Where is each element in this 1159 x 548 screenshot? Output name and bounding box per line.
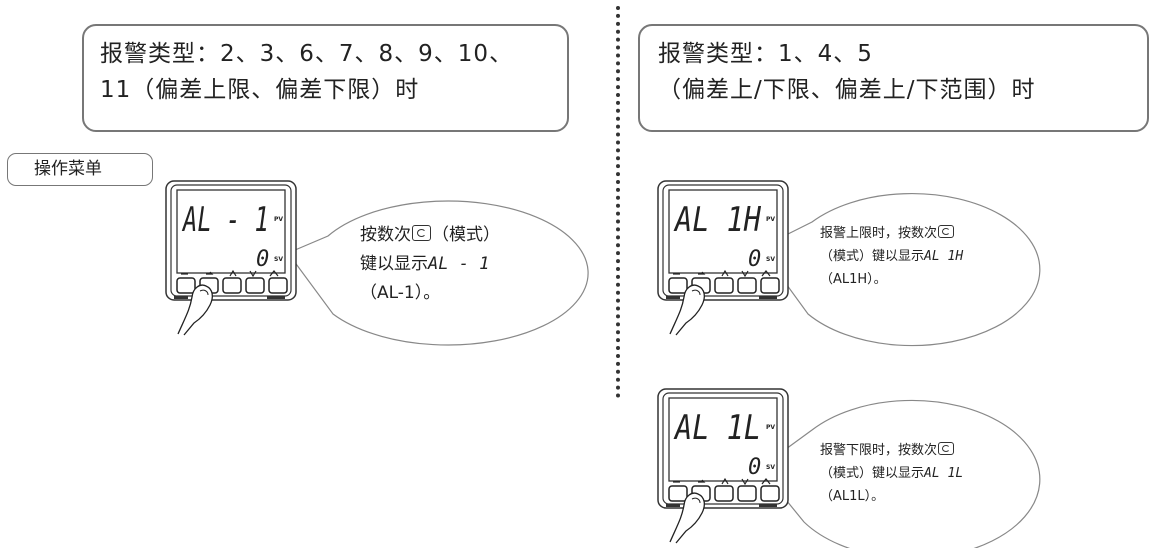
operation-menu-tag: 操作菜单 <box>7 153 153 186</box>
mode-key-icon <box>938 225 955 238</box>
mode-key-icon <box>938 442 955 455</box>
device-2-sub-display: 0 <box>748 247 761 272</box>
right-box-line-1: 报警类型：1、4、5 <box>658 41 873 67</box>
bubble-2-display-code: AL 1H <box>924 249 964 264</box>
bubble-2-line1-pre: 报警上限时，按数次 <box>820 226 938 241</box>
speech-bubble-1 <box>287 200 589 346</box>
controller-device-1: AL - 1 PV 0 SV <box>165 180 297 301</box>
bubble-3-line1-pre: 报警下限时，按数次 <box>820 443 938 458</box>
bubble-1-text: 按数次 （模式） 键以显示AL - 1 （AL-1）。 <box>360 221 500 308</box>
controller-device-3: AL 1L PV 0 SV <box>657 388 789 509</box>
device-2-sv-label: SV <box>766 256 775 263</box>
device-3-buttons <box>668 485 780 502</box>
finger-icon <box>669 492 705 544</box>
bubble-1-line1-post: （模式） <box>432 225 500 245</box>
bubble-1-line1-pre: 按数次 <box>360 225 411 245</box>
device-1-pv-label: PV <box>274 216 283 223</box>
speech-bubble-3 <box>759 399 1041 548</box>
bubble-3-display-code: AL 1L <box>924 466 964 481</box>
device-1-main-display: AL - 1 <box>182 200 269 240</box>
button-icons <box>673 477 771 486</box>
controller-device-2: AL 1H PV 0 SV <box>657 180 789 301</box>
bubble-2-text: 报警上限时，按数次 （模式）键以显示AL 1H （AL1H）。 <box>820 222 963 291</box>
device-3-pv-label: PV <box>766 424 775 431</box>
bubble-3-line2-pre: （模式）键以显示 <box>820 466 925 481</box>
dotted-divider <box>616 6 620 398</box>
device-3-sub-display: 0 <box>748 455 761 480</box>
bubble-1-line3: （AL-1）。 <box>360 283 441 303</box>
finger-icon <box>669 284 705 336</box>
device-1-sv-label: SV <box>274 256 283 263</box>
bubble-3-line3: （AL1L）。 <box>820 489 885 504</box>
button-icons <box>673 269 771 278</box>
device-2-buttons <box>668 277 780 294</box>
device-2-main-display: AL 1H <box>673 200 761 240</box>
device-1-sub-display: 0 <box>256 247 269 272</box>
left-box-line-2: 11（偏差上限、偏差下限）时 <box>100 77 420 103</box>
alarm-type-box-right: 报警类型：1、4、5 （偏差上/下限、偏差上/下范围）时 <box>638 24 1149 132</box>
alarm-type-box-left: 报警类型：2、3、6、7、8、9、10、 11（偏差上限、偏差下限）时 <box>82 24 569 132</box>
device-3-main-display: AL 1L <box>673 408 761 448</box>
device-2-pv-label: PV <box>766 216 775 223</box>
right-box-line-2: （偏差上/下限、偏差上/下范围）时 <box>658 77 1036 103</box>
bubble-2-line3: （AL1H）。 <box>820 272 887 287</box>
device-3-sv-label: SV <box>766 464 775 471</box>
bubble-1-display-code: AL - 1 <box>428 254 490 274</box>
mode-key-icon <box>412 225 431 241</box>
button-icons <box>181 269 279 278</box>
speech-bubble-2 <box>759 192 1041 347</box>
bubble-3-text: 报警下限时，按数次 （模式）键以显示AL 1L （AL1L）。 <box>820 439 963 508</box>
bubble-1-line2-pre: 键以显示 <box>360 254 428 274</box>
bubble-2-line2-pre: （模式）键以显示 <box>820 249 925 264</box>
left-box-line-1: 报警类型：2、3、6、7、8、9、10、 <box>100 41 514 67</box>
finger-icon <box>177 284 213 336</box>
